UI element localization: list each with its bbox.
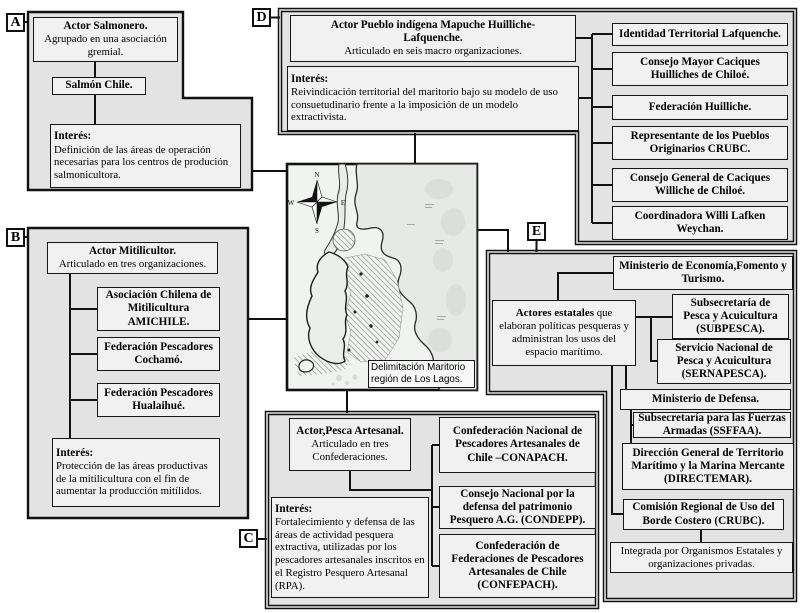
- c-org-box: Consejo Nacional por la defensa del patr…: [439, 486, 596, 529]
- map-caption: Delimitación Maritorio región de Los Lag…: [368, 360, 475, 388]
- e-org-box: Comisión Regional de Uso del Borde Coste…: [623, 499, 784, 530]
- e-org-box: Subsecretaría para las Fuerzas Armadas (…: [633, 412, 791, 438]
- b-interes-box: Interés: Protección de las áreas product…: [52, 438, 220, 507]
- compass-rose-icon: N S W E: [288, 171, 345, 235]
- chiloe-island: [305, 251, 349, 365]
- a-interes-box: Interés: Definición de las áreas de oper…: [50, 124, 241, 188]
- map-islets: [298, 272, 379, 386]
- b-org-box: Federación Pescadores Cochamó.: [97, 337, 220, 371]
- a-actor-box: Actor Salmonero. Agrupado en una asociac…: [33, 17, 178, 62]
- d-org-box: Representante de los Pueblos Originarios…: [612, 126, 788, 160]
- b-org-box: Asociación Chilena de Mitilicultura AMIC…: [97, 287, 220, 331]
- d-org-box: Consejo Mayor Caciques Huilliches de Chi…: [612, 52, 788, 86]
- section-label-e: E: [527, 222, 546, 241]
- e-org-box: Subsecretaría de Pesca y Acuicultura (SU…: [672, 294, 789, 339]
- section-label-a: A: [6, 13, 25, 32]
- e-org-box: Servicio Nacional de Pesca y Acuicultura…: [657, 339, 791, 384]
- c-interes-box: Interés: Fortalecimiento y defensa de la…: [271, 497, 429, 598]
- c-org-box: Confederación de Federaciones de Pescado…: [439, 534, 596, 598]
- e-org-box: Dirección General de Territorio Marítimo…: [622, 443, 794, 490]
- map-mainland: [354, 163, 478, 391]
- svg-text:N: N: [314, 171, 319, 179]
- e-org-box: Ministerio de Defensa.: [620, 389, 791, 410]
- d-org-box: Consejo General de Caciques Williche de …: [612, 168, 788, 202]
- section-label-d: D: [252, 8, 271, 27]
- e-org-box: Ministerio de Economía,Fomento y Turismo…: [613, 256, 793, 290]
- c-org-box: Confederación Nacional de Pescadores Art…: [439, 417, 596, 473]
- e-actor-box: Actores estatales que elaboran políticas…: [492, 300, 636, 366]
- connector-lines: [25, 16, 702, 567]
- a-org-box: Salmón Chile.: [52, 77, 146, 95]
- svg-text:S: S: [315, 227, 319, 235]
- d-org-box: Identidad Territorial Lafquenche.: [612, 23, 788, 46]
- e-note-box: Integrada por Organismos Estatales y org…: [610, 542, 793, 573]
- d-actor-box: Actor Pueblo indígena Mapuche Huilliche-…: [290, 15, 576, 62]
- b-actor-box: Actor Mitilicultor. Articulado en tres o…: [47, 242, 218, 274]
- d-org-box: Federación Huilliche.: [612, 95, 788, 120]
- b-org-box: Federación Pescadores Hualaihué.: [97, 383, 220, 417]
- section-label-b: B: [6, 228, 25, 247]
- svg-text:E: E: [341, 199, 345, 207]
- d-interes-box: Interés: Reivindicación territorial del …: [287, 66, 579, 131]
- svg-text:W: W: [288, 199, 295, 207]
- map-micro-labels: [407, 204, 446, 320]
- c-actor-box: Actor,Pesca Artesanal. Articulado en tre…: [289, 418, 411, 471]
- d-org-box: Coordinadora Willi Lafken Weychan.: [612, 206, 788, 240]
- map-graphic: N S W E: [285, 162, 479, 392]
- section-label-c: C: [239, 529, 258, 548]
